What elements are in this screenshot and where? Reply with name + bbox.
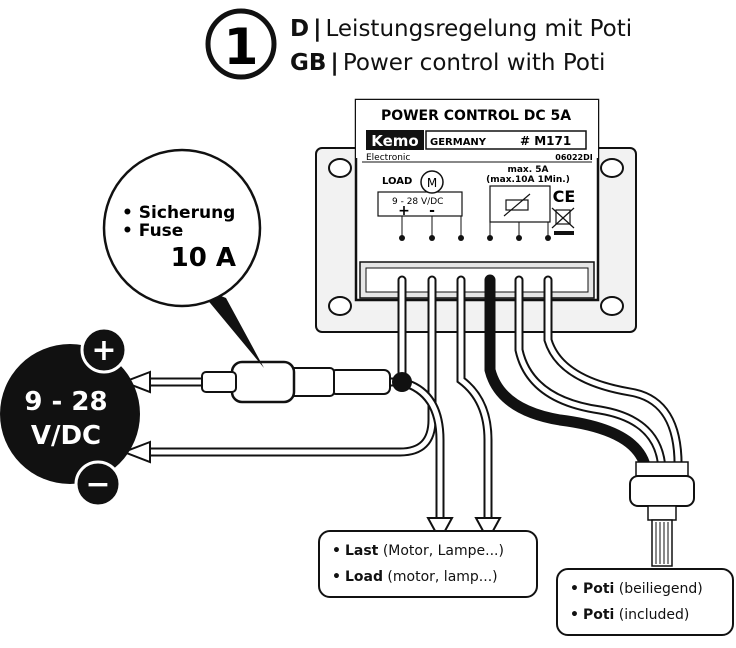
poti-detail-en: (included): [618, 607, 690, 623]
weee-bin-icon: [551, 207, 575, 235]
arrow-negative: [121, 440, 151, 464]
fuse-holder: [201, 360, 391, 404]
kemo-logo: [366, 130, 424, 150]
supply-disc: [0, 326, 140, 508]
plus-sign: +: [398, 203, 410, 219]
lang-code-gb: GB: [290, 50, 327, 76]
max-current: max. 5A: [507, 165, 548, 175]
module-housing: [315, 98, 637, 333]
separator: |: [313, 16, 322, 42]
header-line-gb: GB|Power control with Poti: [290, 50, 605, 76]
mounting-hole: [328, 158, 352, 178]
motor-letter: M: [427, 176, 437, 190]
fuse-label-de: • Sicherung: [122, 203, 235, 223]
separator: |: [330, 50, 339, 76]
poti-legend-de: •Poti (beiliegend): [570, 581, 703, 597]
brand-subtitle: Electronic: [366, 153, 410, 163]
load-label: LOAD: [382, 176, 412, 187]
load-key-de: Last: [344, 543, 379, 559]
fuse-rating: 10 A: [171, 243, 236, 273]
fuse-callout: [102, 148, 264, 368]
poti-legend: •Poti (beiliegend) •Poti (included): [556, 568, 734, 636]
load-legend-de: •Last (Motor, Lampe...): [332, 543, 504, 559]
supply-voltage-line2: V/DC: [31, 421, 101, 451]
header-text-gb: Power control with Poti: [342, 50, 606, 76]
mounting-hole: [600, 296, 624, 316]
date-code: 06022DI: [555, 153, 592, 162]
poti-legend-en: •Poti (included): [570, 607, 690, 623]
terminal-contacts: [399, 216, 551, 241]
negative-terminal-badge: [74, 460, 122, 508]
arrow-load-2: [474, 517, 502, 543]
supply-arrows: [121, 370, 151, 464]
poti-wire-1: [484, 274, 652, 476]
module-title: POWER CONTROL DC 5A: [381, 108, 571, 124]
brand-name: Kemo: [371, 132, 418, 150]
country-label: GERMANY: [430, 137, 487, 148]
voltage-range: 9 - 28 V/DC: [392, 197, 443, 207]
potentiometer-symbol: [503, 193, 531, 217]
minus-symbol: −: [85, 467, 110, 502]
positive-terminal-badge: [80, 326, 128, 374]
load-key-en: Load: [344, 569, 383, 585]
load-detail-de: (Motor, Lampe...): [382, 543, 504, 559]
motor-symbol: [420, 170, 444, 194]
lang-code-de: D: [290, 16, 310, 42]
mounting-hole: [328, 296, 352, 316]
poti-detail-de: (beiliegend): [618, 581, 703, 597]
load-legend: •Last (Motor, Lampe...) •Load (motor, la…: [318, 530, 538, 598]
mounting-hole: [600, 158, 624, 178]
load-legend-en: •Load (motor, lamp...): [332, 569, 498, 585]
header-line-de: D|Leistungsregelung mit Poti: [290, 16, 632, 42]
part-number: # M171: [520, 134, 571, 148]
potentiometer-shaft: [651, 519, 673, 567]
step-badge: 1: [205, 8, 277, 80]
header-text-de: Leistungsregelung mit Poti: [325, 16, 633, 42]
junction-dot: [392, 372, 412, 392]
peak-current: (max.10A 1Min.): [486, 175, 570, 185]
plus-symbol: +: [91, 333, 116, 368]
step-number: 1: [224, 18, 259, 76]
arrow-load-1: [426, 517, 454, 543]
minus-sign: -: [429, 203, 435, 219]
poti-key-de: Poti: [582, 581, 615, 597]
poti-key-en: Poti: [582, 607, 615, 623]
arrow-positive: [121, 370, 151, 394]
fuse-label-en: • Fuse: [122, 221, 183, 241]
potentiometer: [629, 461, 695, 567]
wires: [145, 274, 683, 525]
load-arrows: [426, 517, 502, 543]
load-detail-en: (motor, lamp...): [387, 569, 498, 585]
ce-mark: CE: [553, 187, 576, 206]
supply-voltage-line1: 9 - 28: [24, 387, 107, 417]
